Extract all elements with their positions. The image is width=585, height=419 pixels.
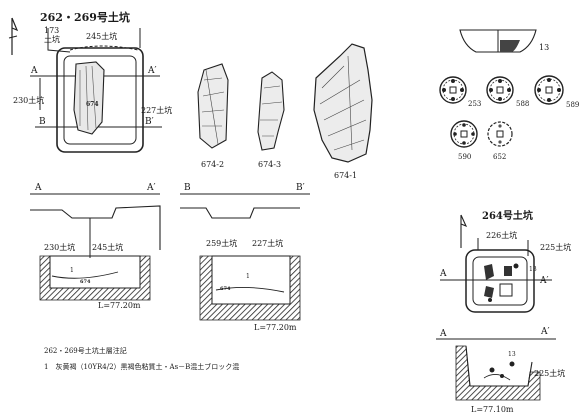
layer-legend: 262・269号土坑土層注記 1 灰黄褐（10YR4/2）黒褐色粘質土・As－B… xyxy=(44,346,239,371)
title-262-269: 262・269号土坑 xyxy=(40,10,130,24)
bowl-label-13: 13 xyxy=(539,43,549,52)
plan-264-marker-a: A xyxy=(439,269,447,279)
legend-title: 262・269号土坑土層注記 xyxy=(44,346,127,355)
section-b-find: 674 xyxy=(220,286,231,292)
section-b-layer: 1 xyxy=(246,273,250,280)
plan-264-marker-a-prime: A′ xyxy=(539,276,549,286)
section-b-label-259: 259土坑 xyxy=(206,238,237,248)
coin-588 xyxy=(486,76,514,104)
section-a-layer: 1 xyxy=(70,267,74,274)
label-226: 226土坑 xyxy=(486,230,517,240)
section-a-marker: A xyxy=(34,183,42,193)
coin-label-253: 253 xyxy=(468,100,481,108)
label-173: 173 xyxy=(44,26,59,35)
coin-253 xyxy=(439,76,467,104)
coin-label-588: 588 xyxy=(516,100,529,108)
section-b-elevation: L=77.20m xyxy=(254,323,297,332)
plan-264: 264号土坑 226土坑 225土坑 13 A A′ xyxy=(439,209,571,313)
find-674: 674 xyxy=(86,101,99,108)
section-a-elevation: L=77.20m xyxy=(98,301,141,310)
section-264-marker-a-prime: A′ xyxy=(540,327,550,337)
title-264: 264号土坑 xyxy=(482,209,533,222)
plan-264-num13: 13 xyxy=(529,266,537,273)
coin-589 xyxy=(534,75,564,105)
stone-tool-674-1 xyxy=(313,43,373,163)
marker-a-prime: A′ xyxy=(147,66,157,76)
coins: 253 588 589 590 xyxy=(439,75,579,161)
north-arrow-264-icon xyxy=(460,214,468,248)
coin-590 xyxy=(450,120,478,148)
coin-652 xyxy=(487,121,513,147)
coin-label-652: 652 xyxy=(493,153,506,161)
section-264-elevation: L=77.10m xyxy=(471,405,514,414)
section-264: A A′ 13 225土坑 L=77.10m xyxy=(436,327,565,414)
section-b-label-227: 227土坑 xyxy=(252,238,283,248)
label-245: 245土坑 xyxy=(86,31,117,41)
ceramic-bowl-13: 13 xyxy=(459,29,549,53)
section-a-label-245: 245土坑 xyxy=(92,242,123,252)
label-230: 230土坑 xyxy=(13,95,44,105)
label-173b: 土坑 xyxy=(44,34,60,44)
section-b-marker: B xyxy=(184,183,191,193)
stone-tool-674-2 xyxy=(197,63,229,149)
coin-label-590: 590 xyxy=(458,153,471,161)
section-a-label-230: 230土坑 xyxy=(44,242,75,252)
label-227: 227土坑 xyxy=(141,105,172,115)
label-674-3: 674-3 xyxy=(258,160,281,169)
coin-label-589: 589 xyxy=(566,101,579,109)
label-674-1: 674-1 xyxy=(334,171,357,180)
section-b: B B′ 259土坑 227土坑 1 674 L=77.20m xyxy=(180,183,310,332)
stone-tools: 674-2 674-3 674-1 xyxy=(197,43,373,180)
legend-line-1: 1 灰黄褐（10YR4/2）黒褐色粘質土・As－B混土ブロック混 xyxy=(44,362,239,371)
stone-tool-674-3 xyxy=(257,71,285,151)
marker-b: B xyxy=(39,117,46,127)
marker-a: A xyxy=(30,66,38,76)
label-225: 225土坑 xyxy=(540,242,571,252)
marker-b-prime: B′ xyxy=(145,117,154,127)
section-b-prime-marker: B′ xyxy=(296,183,305,193)
north-arrow-icon xyxy=(8,17,19,55)
label-674-2: 674-2 xyxy=(201,160,224,169)
section-a-prime-marker: A′ xyxy=(146,183,156,193)
section-264-marker-a: A xyxy=(439,329,447,339)
section-264-num13: 13 xyxy=(508,351,516,358)
plan-262-269: 262・269号土坑 173 土坑 245土坑 230土坑 227土坑 A A′… xyxy=(8,10,172,153)
section-a-find: 674 xyxy=(80,279,91,285)
section-a: A A′ 230土坑 245土坑 1 674 L=77.20m xyxy=(30,183,161,310)
section-264-label-225: 225土坑 xyxy=(534,368,565,378)
